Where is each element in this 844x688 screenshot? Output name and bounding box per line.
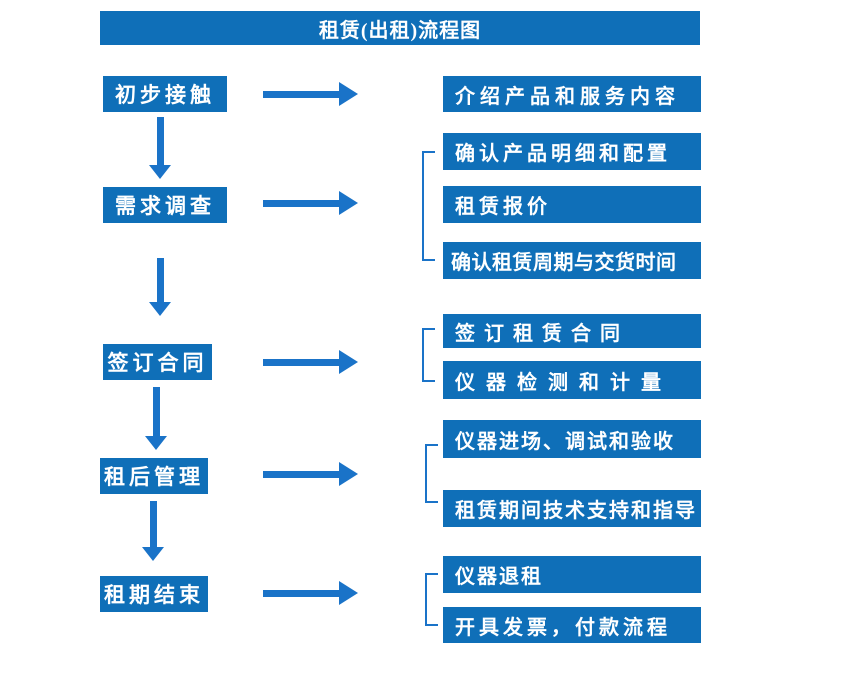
detail-box-5-1: 仪器退租 bbox=[443, 556, 701, 593]
bracket-group-2 bbox=[422, 151, 435, 261]
step-box-5: 租期结束 bbox=[100, 576, 208, 612]
bracket-group-4 bbox=[425, 444, 438, 503]
arrow-head bbox=[339, 581, 358, 605]
arrow-head bbox=[339, 191, 358, 215]
arrow-head bbox=[149, 165, 171, 179]
detail-box-1-1: 介绍产品和服务内容 bbox=[443, 76, 701, 112]
arrow-right-2 bbox=[263, 191, 358, 215]
detail-box-3-1: 签订租赁合同 bbox=[443, 314, 701, 348]
arrow-head bbox=[142, 547, 164, 561]
arrow-shaft bbox=[150, 501, 157, 547]
bracket-group-5 bbox=[425, 573, 438, 626]
detail-box-2-2: 租赁报价 bbox=[443, 186, 701, 223]
arrow-head bbox=[339, 350, 358, 374]
arrow-head bbox=[145, 436, 167, 450]
arrow-right-5 bbox=[263, 581, 358, 605]
step-box-1: 初步接触 bbox=[103, 76, 227, 112]
arrow-shaft bbox=[263, 359, 339, 366]
arrow-right-4 bbox=[263, 462, 358, 486]
bracket-group-3 bbox=[422, 328, 435, 382]
arrow-shaft bbox=[263, 200, 339, 207]
arrow-down-4 bbox=[142, 501, 164, 561]
arrow-shaft bbox=[263, 471, 339, 478]
arrow-shaft bbox=[157, 258, 164, 302]
arrow-shaft bbox=[153, 387, 160, 436]
arrow-down-1 bbox=[149, 117, 171, 179]
step-box-4: 租后管理 bbox=[100, 458, 208, 494]
step-box-3: 签订合同 bbox=[103, 344, 212, 380]
detail-box-2-3: 确认租赁周期与交货时间 bbox=[443, 242, 701, 279]
flowchart-title: 租赁(出租)流程图 bbox=[100, 11, 700, 45]
detail-box-5-2: 开具发票，付款流程 bbox=[443, 607, 701, 643]
detail-box-4-2: 租赁期间技术支持和指导 bbox=[443, 490, 701, 527]
arrow-shaft bbox=[263, 91, 339, 98]
arrow-head bbox=[339, 462, 358, 486]
detail-box-3-2: 仪器检测和计量 bbox=[443, 361, 701, 399]
arrow-right-1 bbox=[263, 82, 358, 106]
arrow-down-3 bbox=[145, 387, 167, 450]
arrow-shaft bbox=[157, 117, 164, 165]
detail-box-2-1: 确认产品明细和配置 bbox=[443, 133, 701, 170]
arrow-shaft bbox=[263, 590, 339, 597]
arrow-down-2 bbox=[149, 258, 171, 316]
arrow-right-3 bbox=[263, 350, 358, 374]
detail-box-4-1: 仪器进场、调试和验收 bbox=[443, 420, 701, 458]
arrow-head bbox=[339, 82, 358, 106]
arrow-head bbox=[149, 302, 171, 316]
step-box-2: 需求调查 bbox=[103, 187, 227, 223]
